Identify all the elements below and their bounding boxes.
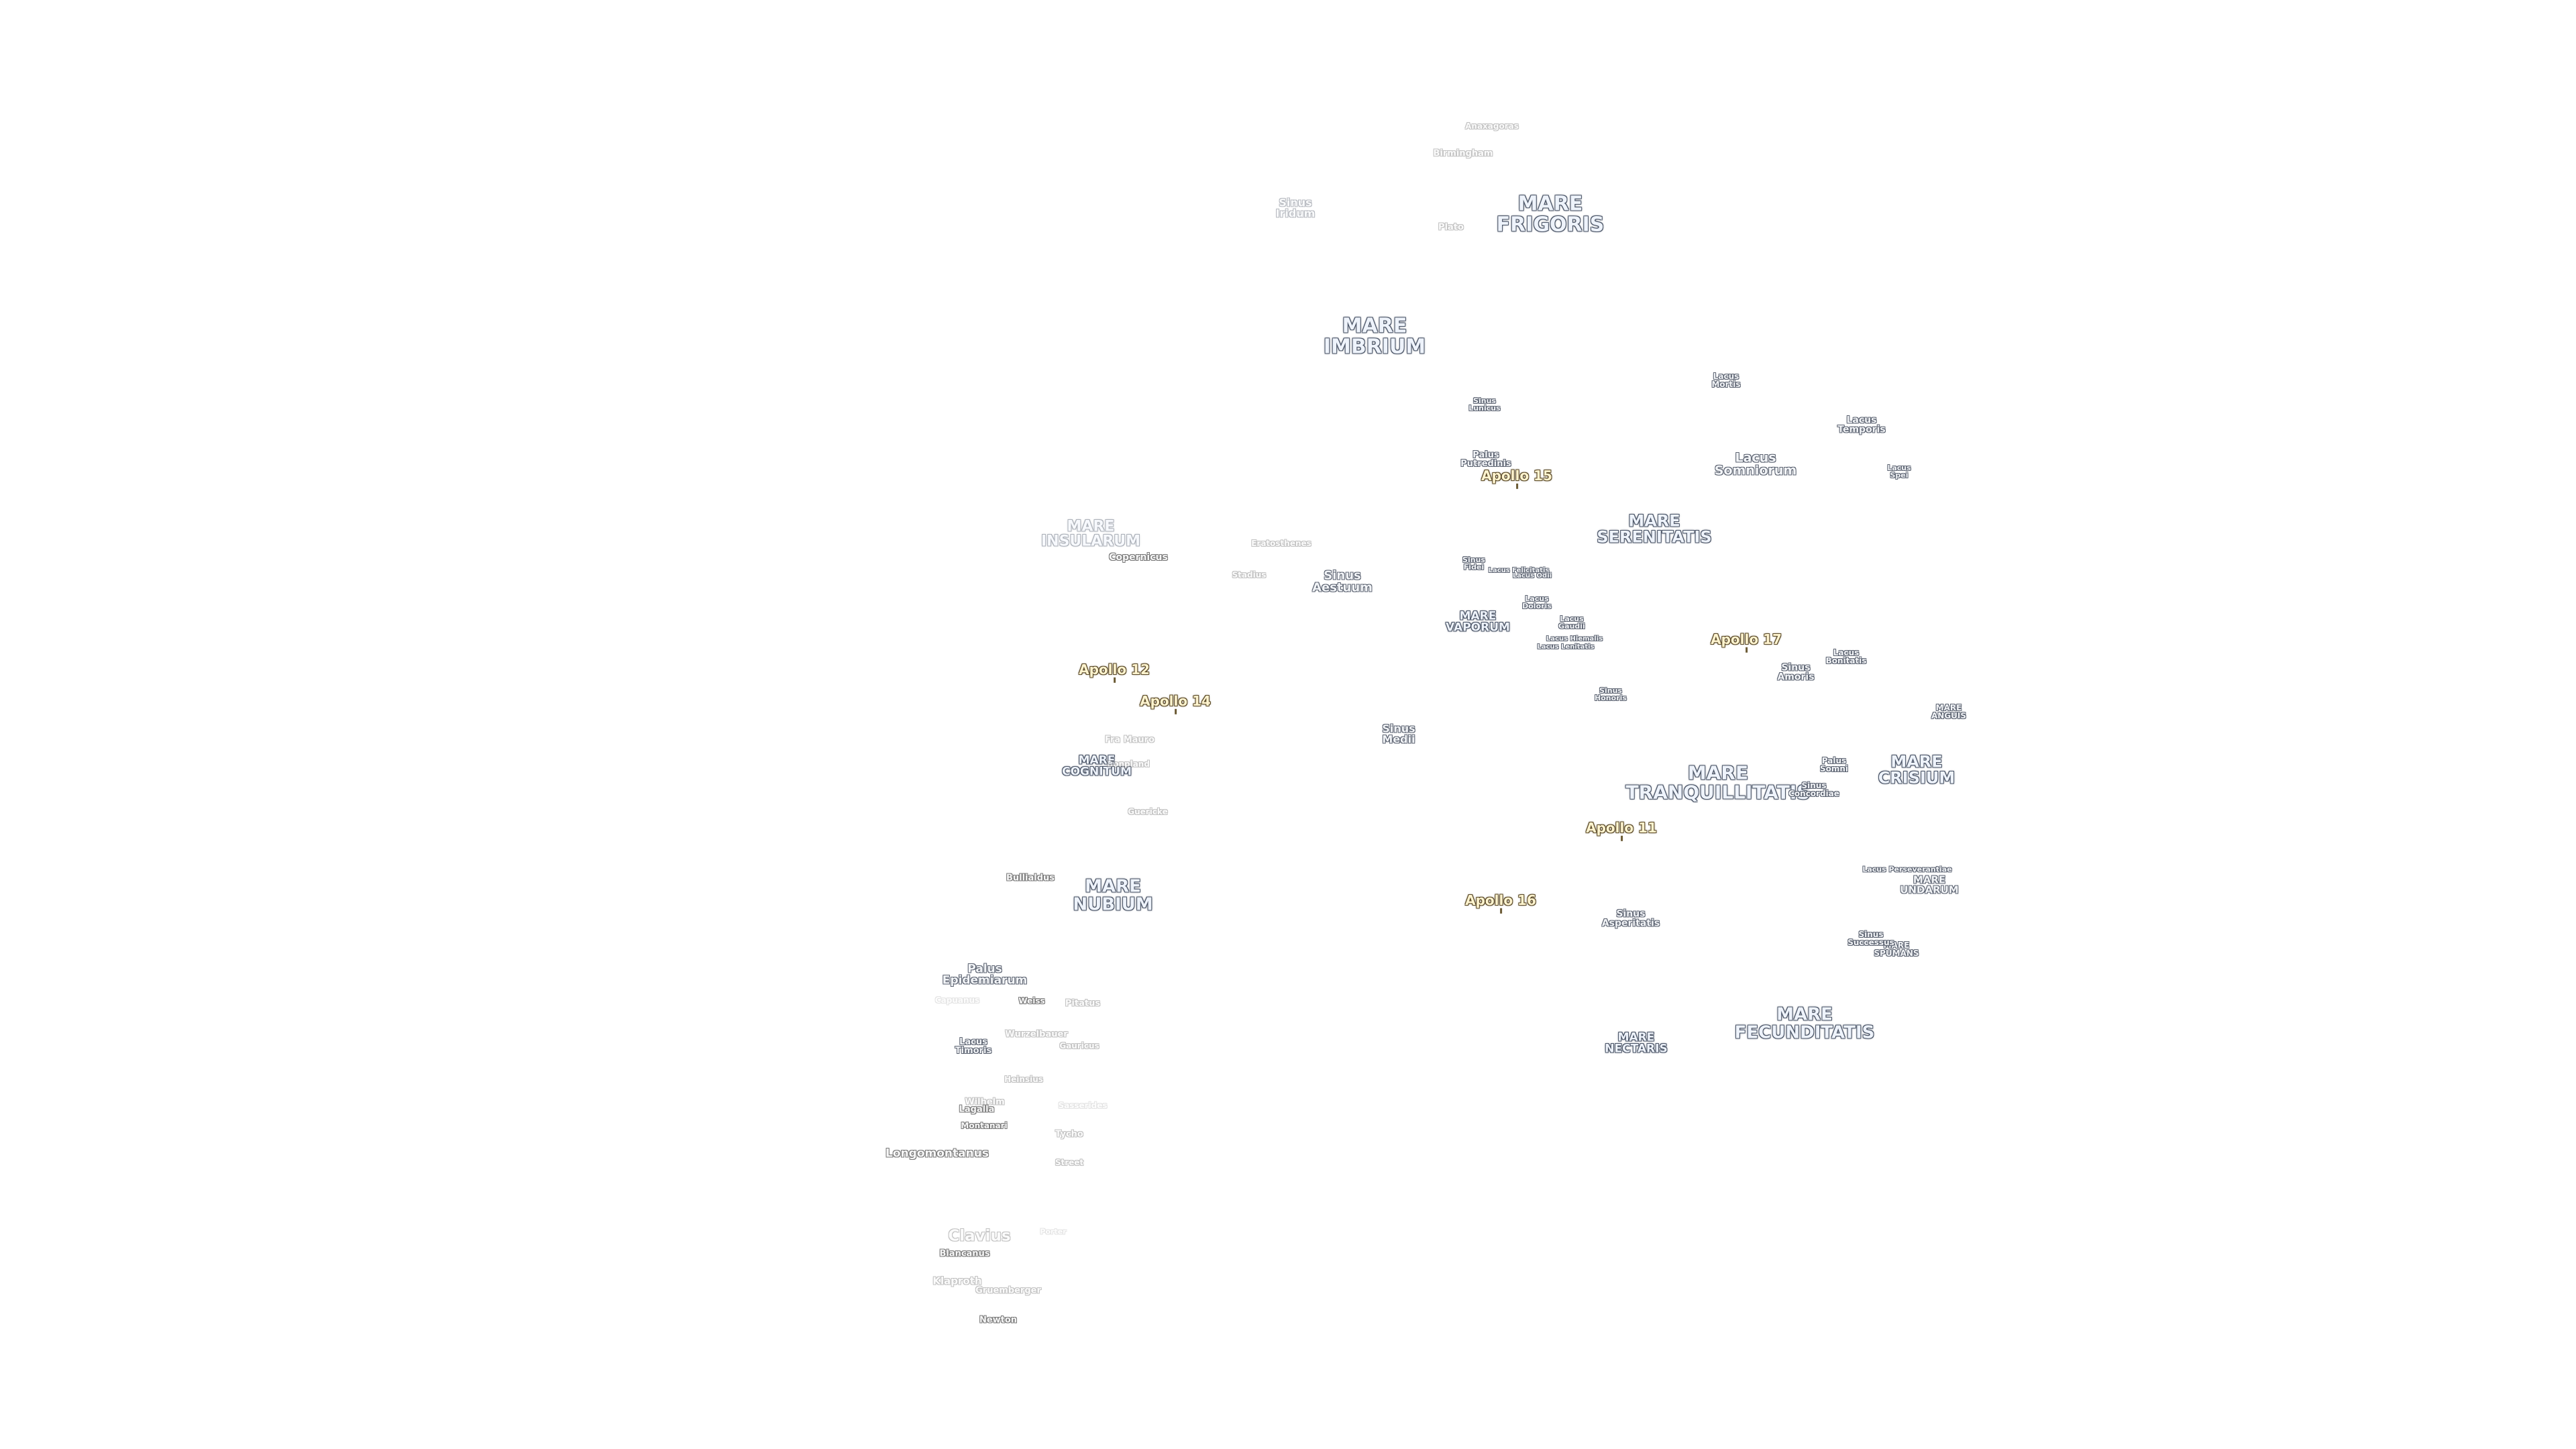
crater-montanari-label: Montanari xyxy=(961,1120,1008,1130)
crater-anaxagoras-label: Anaxagoras xyxy=(1465,121,1519,131)
crater-capuanus-label: Capuanus xyxy=(934,995,980,1005)
crater-plato-label: Plato xyxy=(1438,222,1464,233)
crater-gauricus-label: Gauricus xyxy=(1059,1040,1099,1051)
crater-stadius-label: Stadius xyxy=(1232,570,1267,580)
crater-bonpland-label: Bonpland xyxy=(1107,759,1150,769)
crater-lagalla-label: Lagalla xyxy=(959,1104,995,1115)
crater-birmingham-label: Birmingham xyxy=(1433,148,1493,159)
crater-newton-label: Newton xyxy=(979,1315,1018,1326)
apollo-15-marker[interactable]: Apollo 15 xyxy=(1481,467,1552,490)
crater-street-label: Street xyxy=(1055,1157,1084,1167)
crater-weiss-label: Weiss xyxy=(1018,996,1045,1006)
crater-bullialdus-label: Bullialdus xyxy=(1006,873,1055,883)
lacus-hiemalis-label: Lacus Hiemalis xyxy=(1546,635,1603,643)
apollo-17-marker[interactable]: Apollo 17 xyxy=(1711,631,1782,653)
lacus-felicitatis-label: Lacus Felicitatis xyxy=(1488,566,1550,574)
crater-clavius-label: Clavius xyxy=(948,1227,1011,1245)
crater-gruemberger-label: Gruemberger xyxy=(975,1285,1041,1296)
crater-sasserides-label: Sasserides xyxy=(1058,1100,1108,1110)
crater-fra-mauro-label: Fra Mauro xyxy=(1104,735,1155,745)
lacus-perseverantiae-label: Lacus Perseverantiae xyxy=(1862,865,1952,874)
apollo-12-marker[interactable]: Apollo 12 xyxy=(1079,661,1150,684)
crater-longomontanus-label: Longomontanus xyxy=(885,1146,989,1161)
crater-heinsius-label: Heinsius xyxy=(1004,1074,1043,1084)
crater-blancanus-label: Blancanus xyxy=(939,1248,990,1259)
crater-pitatus-label: Pitatus xyxy=(1065,998,1101,1009)
crater-tycho-label: Tycho xyxy=(1055,1129,1083,1140)
crater-wurzelbauer-label: Wurzelbauer xyxy=(1005,1029,1068,1040)
crater-klaproth-label: Klaproth xyxy=(932,1275,982,1287)
lacus-lenitatis-label: Lacus Lenitatis xyxy=(1537,643,1595,651)
apollo-16-marker[interactable]: Apollo 16 xyxy=(1465,892,1536,914)
lacus-odii-label: Lacus Odii xyxy=(1512,572,1552,580)
crater-wilhelm-label: Wilhelm xyxy=(965,1097,1005,1108)
crater-eratosthenes-label: Eratosthenes xyxy=(1251,538,1311,548)
apollo-11-marker[interactable]: Apollo 11 xyxy=(1586,819,1657,842)
crater-porter-label: Porter xyxy=(1040,1227,1067,1236)
crater-copernicus-label: Copernicus xyxy=(1109,551,1168,563)
crater-guericke-label: Guericke xyxy=(1128,806,1168,816)
apollo-14-marker[interactable]: Apollo 14 xyxy=(1140,692,1211,715)
